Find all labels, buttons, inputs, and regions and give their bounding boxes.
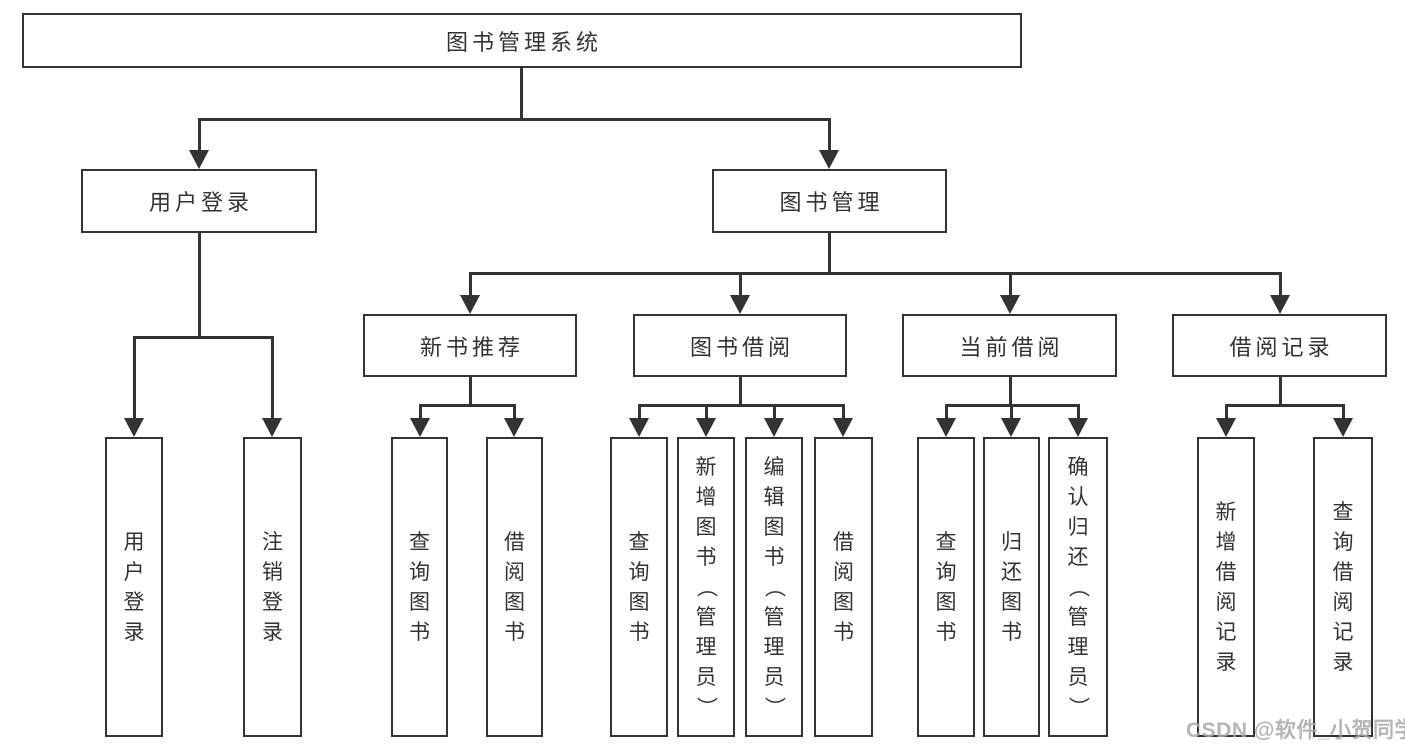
- edge-stub: [513, 404, 516, 420]
- arrow-down-icon: [124, 418, 144, 437]
- arrow-down-icon: [262, 418, 282, 437]
- edge-stub: [705, 404, 708, 420]
- edge-records-split: [1225, 404, 1345, 407]
- node-bb-query-books: 查询图书: [610, 437, 668, 737]
- node-bb-borrow-books: 借阅图书: [814, 437, 873, 737]
- arrow-down-icon: [730, 295, 750, 314]
- node-label: 查询图书: [935, 530, 957, 644]
- edge-stub-current: [1009, 272, 1012, 296]
- arrow-down-icon: [764, 418, 784, 437]
- arrow-down-icon: [1001, 418, 1021, 437]
- edge-stub: [842, 404, 845, 420]
- arrow-down-icon: [410, 418, 430, 437]
- edge-user-split: [133, 336, 274, 339]
- csdn-watermark: CSDN @软件_小贺同学: [1186, 719, 1405, 742]
- edge-stub: [1010, 404, 1013, 420]
- edge-current-trunk: [1009, 377, 1012, 407]
- edge-stub: [1342, 404, 1345, 420]
- edge-stub: [638, 404, 641, 420]
- node-label: 新增借阅记录: [1215, 500, 1237, 674]
- node-label: 查询图书: [409, 530, 430, 644]
- edge-stub: [1225, 404, 1228, 420]
- edge-rec-trunk: [469, 377, 472, 407]
- node-label: 注销登录: [262, 530, 283, 644]
- node-label: 查询借阅记录: [1332, 500, 1354, 674]
- edge-stub-logout: [271, 336, 274, 420]
- arrow-down-icon: [629, 418, 649, 437]
- node-label: 借阅图书: [833, 530, 854, 644]
- node-label: 借阅图书: [504, 530, 525, 644]
- edge-records-trunk: [1279, 377, 1282, 407]
- edge-stub: [419, 404, 422, 420]
- node-cb-query-books: 查询图书: [917, 437, 975, 737]
- edge-mgmt-split: [469, 272, 1282, 275]
- arrow-down-icon: [1068, 418, 1088, 437]
- node-new-book-recommend: 新书推荐: [363, 314, 577, 377]
- edge-root-split: [198, 118, 831, 121]
- edge-stub-user: [198, 118, 201, 152]
- node-user-login-group: 用户登录: [81, 169, 317, 233]
- node-cb-confirm-return-admin: 确认归还（管理员）: [1048, 437, 1108, 737]
- node-label: 用户登录: [123, 530, 145, 644]
- node-br-add-record: 新增借阅记录: [1197, 437, 1255, 737]
- arrow-down-icon: [1216, 418, 1236, 437]
- node-bb-edit-books-admin: 编辑图书（管理员）: [745, 437, 803, 737]
- arrow-down-icon: [1270, 295, 1290, 314]
- node-cb-return-books: 归还图书: [983, 437, 1040, 737]
- node-br-query-record: 查询借阅记录: [1313, 437, 1373, 737]
- edge-rec-split: [419, 404, 516, 407]
- arrow-down-icon: [460, 295, 480, 314]
- node-label: 查询图书: [628, 530, 650, 644]
- node-user-login: 用户登录: [105, 437, 163, 737]
- edge-stub-borrow: [739, 272, 742, 296]
- edge-stub: [945, 404, 948, 420]
- arrow-down-icon: [833, 418, 853, 437]
- edge-stub: [1077, 404, 1080, 420]
- edge-root-trunk: [520, 68, 523, 121]
- edge-user-trunk: [198, 233, 201, 339]
- arrow-down-icon: [1000, 295, 1020, 314]
- node-rec-borrow-books: 借阅图书: [486, 437, 543, 737]
- node-book-management: 图书管理: [712, 169, 947, 233]
- edge-stub-records: [1279, 272, 1282, 296]
- edge-stub: [773, 404, 776, 420]
- node-book-borrowing: 图书借阅: [633, 314, 847, 377]
- edge-stub-login: [133, 336, 136, 420]
- edge-stub-mgmt: [828, 118, 831, 152]
- arrow-down-icon: [189, 150, 209, 169]
- node-library-system: 图书管理系统: [22, 13, 1022, 68]
- node-label: 归还图书: [1001, 530, 1022, 644]
- node-label: 确认归还（管理员）: [1066, 455, 1090, 718]
- arrow-down-icon: [936, 418, 956, 437]
- edge-mgmt-trunk: [828, 233, 831, 275]
- arrow-down-icon: [819, 150, 839, 169]
- arrow-down-icon: [1333, 418, 1353, 437]
- node-label: 编辑图书（管理员）: [762, 455, 786, 718]
- node-label: 新增图书（管理员）: [694, 455, 718, 718]
- arrow-down-icon: [504, 418, 524, 437]
- node-logout: 注销登录: [243, 437, 302, 737]
- arrow-down-icon: [696, 418, 716, 437]
- node-current-borrowing: 当前借阅: [902, 314, 1117, 377]
- node-rec-query-books: 查询图书: [391, 437, 448, 737]
- node-borrow-records: 借阅记录: [1172, 314, 1387, 377]
- node-bb-add-books-admin: 新增图书（管理员）: [677, 437, 735, 737]
- edge-borrow-split: [638, 404, 845, 407]
- edge-stub-rec: [469, 272, 472, 296]
- edge-borrow-trunk: [739, 377, 742, 407]
